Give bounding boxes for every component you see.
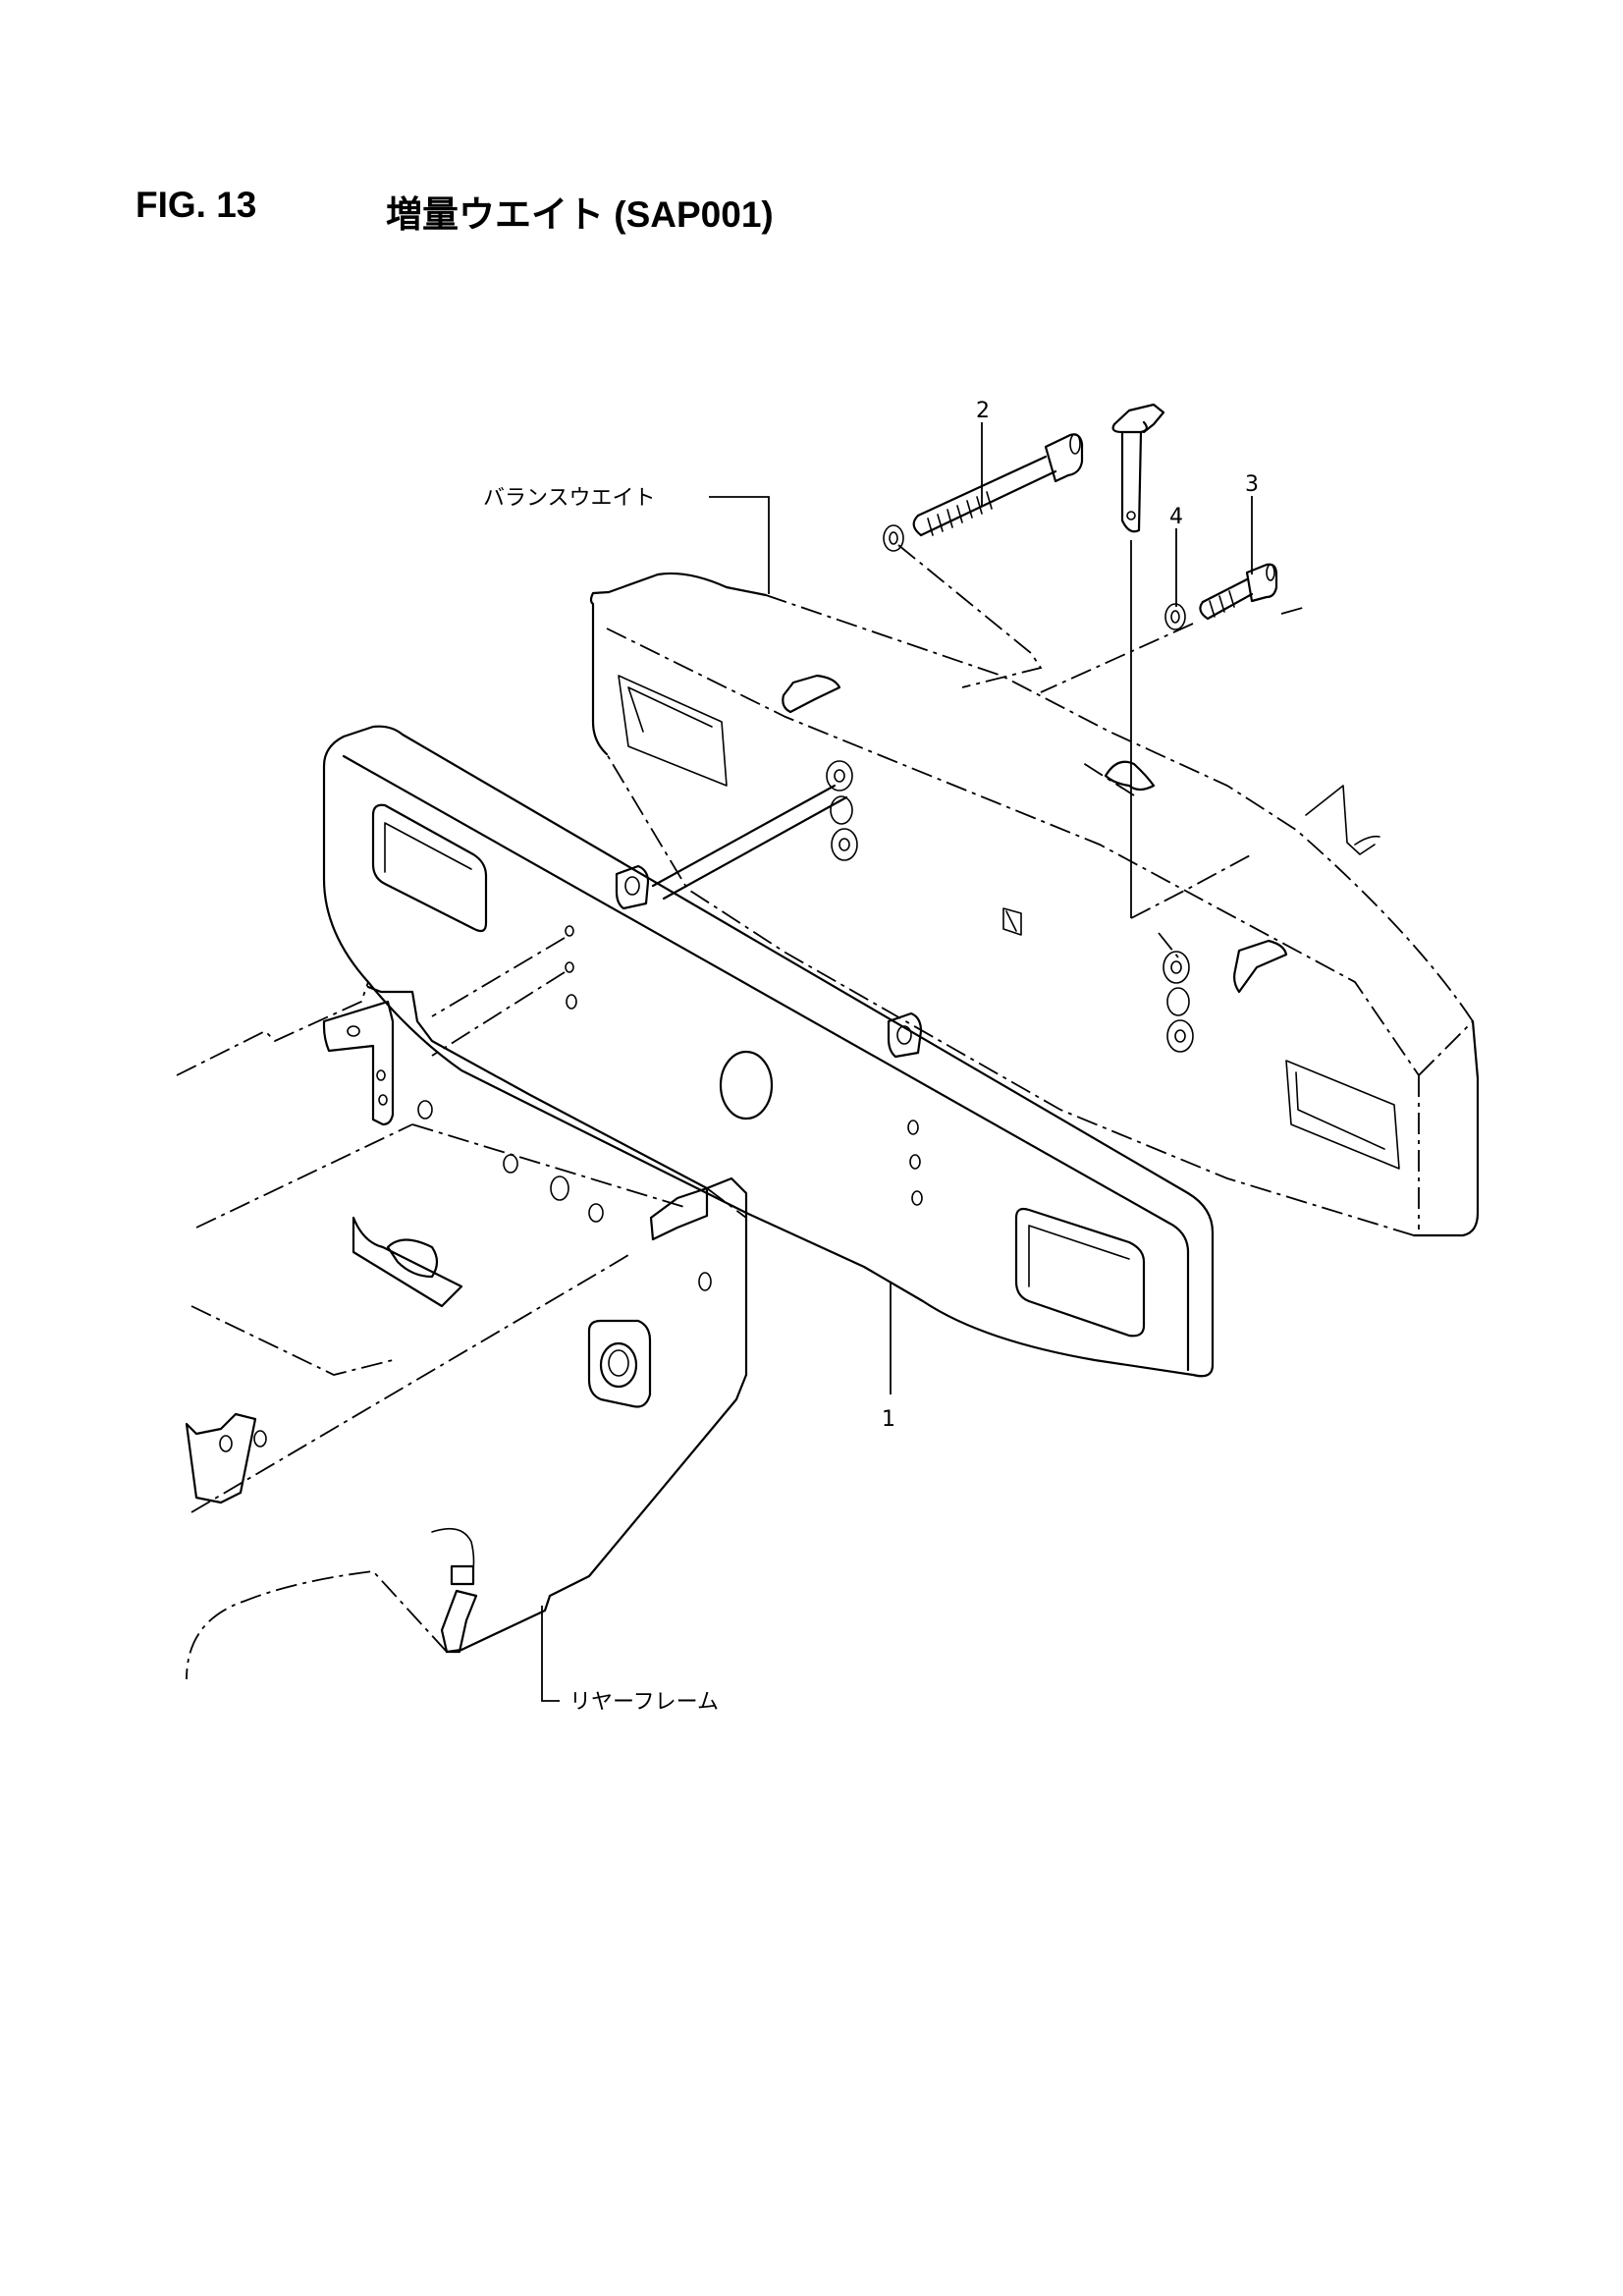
figure-title: 増量ウエイト (SAP001) [386,194,774,235]
callout-3: 3 [1245,472,1259,497]
balance-weight-drawing [589,572,1480,1237]
figure-number: FIG. 13 [135,185,257,225]
callout-1: 1 [882,1407,895,1432]
callout-labels: 2 3 4 1 バランスウエイト リヤーフレーム [483,399,1259,1715]
callout-2: 2 [976,399,990,423]
lock-pin [1111,403,1165,533]
rear-frame-drawing [176,981,748,1680]
assembly-lines [431,540,1307,1057]
additional-weight-part-1 [322,725,1215,1378]
figure-heading: FIG. 13 増量ウエイト (SAP001) [135,185,774,235]
leader-lines [541,422,1253,1702]
part-3-bolt [1199,563,1278,621]
callout-4: 4 [1169,505,1183,529]
label-balance-weight: バランスウエイト [483,486,656,511]
part-2-long-bolt [883,433,1084,552]
part-4-washer [1164,603,1186,630]
label-rear-frame: リヤーフレーム [569,1690,719,1715]
